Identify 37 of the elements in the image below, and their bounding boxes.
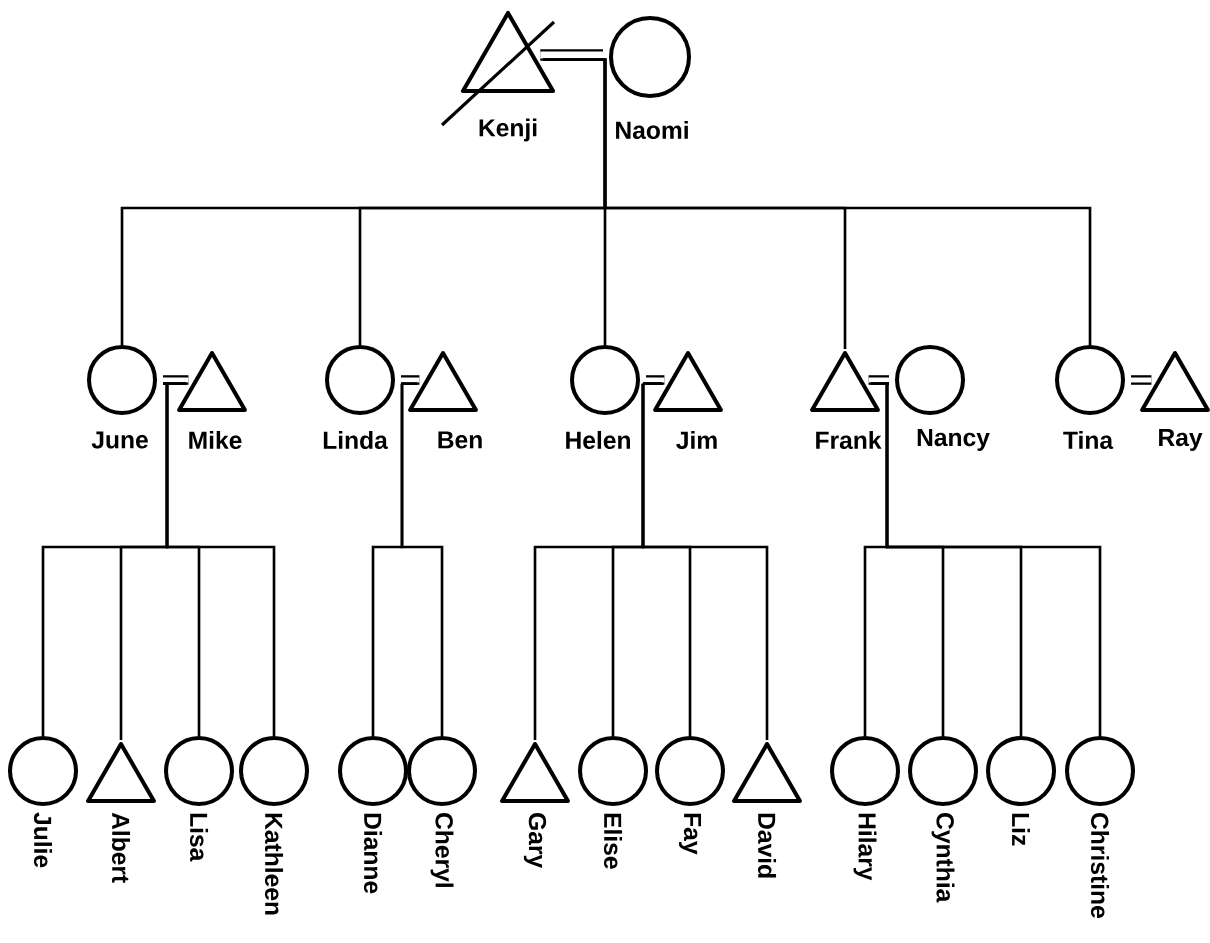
descent-line <box>869 382 1102 738</box>
descent-line <box>641 382 769 742</box>
marriage-line <box>1131 375 1152 385</box>
marriage-line <box>868 375 889 385</box>
name-label: Hilary <box>853 813 877 881</box>
name-label: June <box>91 431 148 449</box>
name-label: Dianne <box>363 813 383 894</box>
name-label: Julie <box>33 812 53 868</box>
name-label: Tina <box>1063 430 1114 450</box>
name-label: Linda <box>323 430 388 450</box>
name-label: Albert <box>111 812 131 883</box>
name-label: Cynthia <box>931 813 955 903</box>
name-label: David <box>757 813 777 878</box>
marriage-line <box>401 375 420 385</box>
name-label: Fay <box>679 813 701 855</box>
name-label: Kathleen <box>264 813 284 915</box>
marriage-line <box>540 49 603 61</box>
name-label: Helen <box>566 430 630 450</box>
name-label: Gary <box>523 813 547 869</box>
marriage-line <box>163 375 189 385</box>
name-label: Frank <box>816 430 882 450</box>
marriage-line <box>646 375 665 385</box>
descent-line <box>541 58 1092 347</box>
name-label: Kenji <box>479 118 537 142</box>
name-label: Lisa <box>189 813 209 862</box>
name-label: Christine <box>1090 813 1110 918</box>
name-label: Jim <box>676 430 717 450</box>
name-label: Nancy <box>917 429 990 451</box>
name-label: Elise <box>603 813 623 869</box>
name-label: Liz <box>1012 813 1030 846</box>
name-label: Ray <box>1159 429 1203 451</box>
name-label: Naomi <box>616 120 688 140</box>
name-label: Mike <box>189 430 242 450</box>
name-label: Cheryl <box>430 813 454 887</box>
descent-line <box>161 382 276 738</box>
descent-line <box>399 382 444 738</box>
name-label: Ben <box>438 431 482 449</box>
